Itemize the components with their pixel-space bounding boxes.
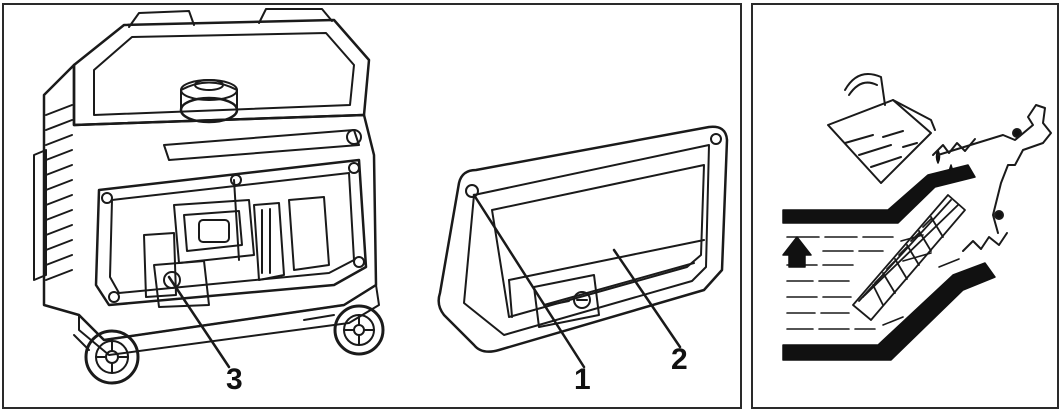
right-panel bbox=[751, 3, 1059, 409]
generator-and-cover-drawing bbox=[33, 8, 729, 385]
left-panel: 1 2 3 bbox=[2, 3, 742, 409]
callout-label-3: 3 bbox=[226, 363, 243, 396]
callout-label-1: 1 bbox=[574, 363, 591, 396]
oil-pouring-illustration bbox=[782, 73, 1052, 361]
generator-illustration bbox=[33, 8, 385, 385]
side-cover-panel-illustration bbox=[437, 125, 729, 369]
oil-filling-drawing bbox=[782, 73, 1052, 361]
callout-label-2: 2 bbox=[671, 343, 688, 376]
